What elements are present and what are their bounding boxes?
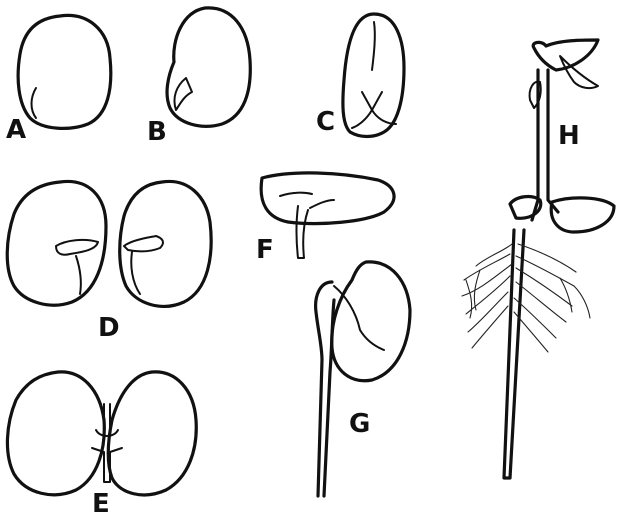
seedling-h [462,40,614,478]
label-f: F [256,235,274,265]
seed-e [7,372,196,495]
label-g: G [349,409,370,439]
label-h: H [558,121,580,151]
seedling-g [316,262,410,496]
label-b: B [147,117,167,147]
label-a: A [6,115,26,145]
seed-d [7,181,211,306]
label-d: D [98,313,120,343]
seed-f [261,173,394,258]
seed-b [167,8,250,126]
seed-c [343,14,404,137]
seed-a [18,15,111,128]
label-c: C [316,107,335,137]
label-e: E [92,489,110,519]
